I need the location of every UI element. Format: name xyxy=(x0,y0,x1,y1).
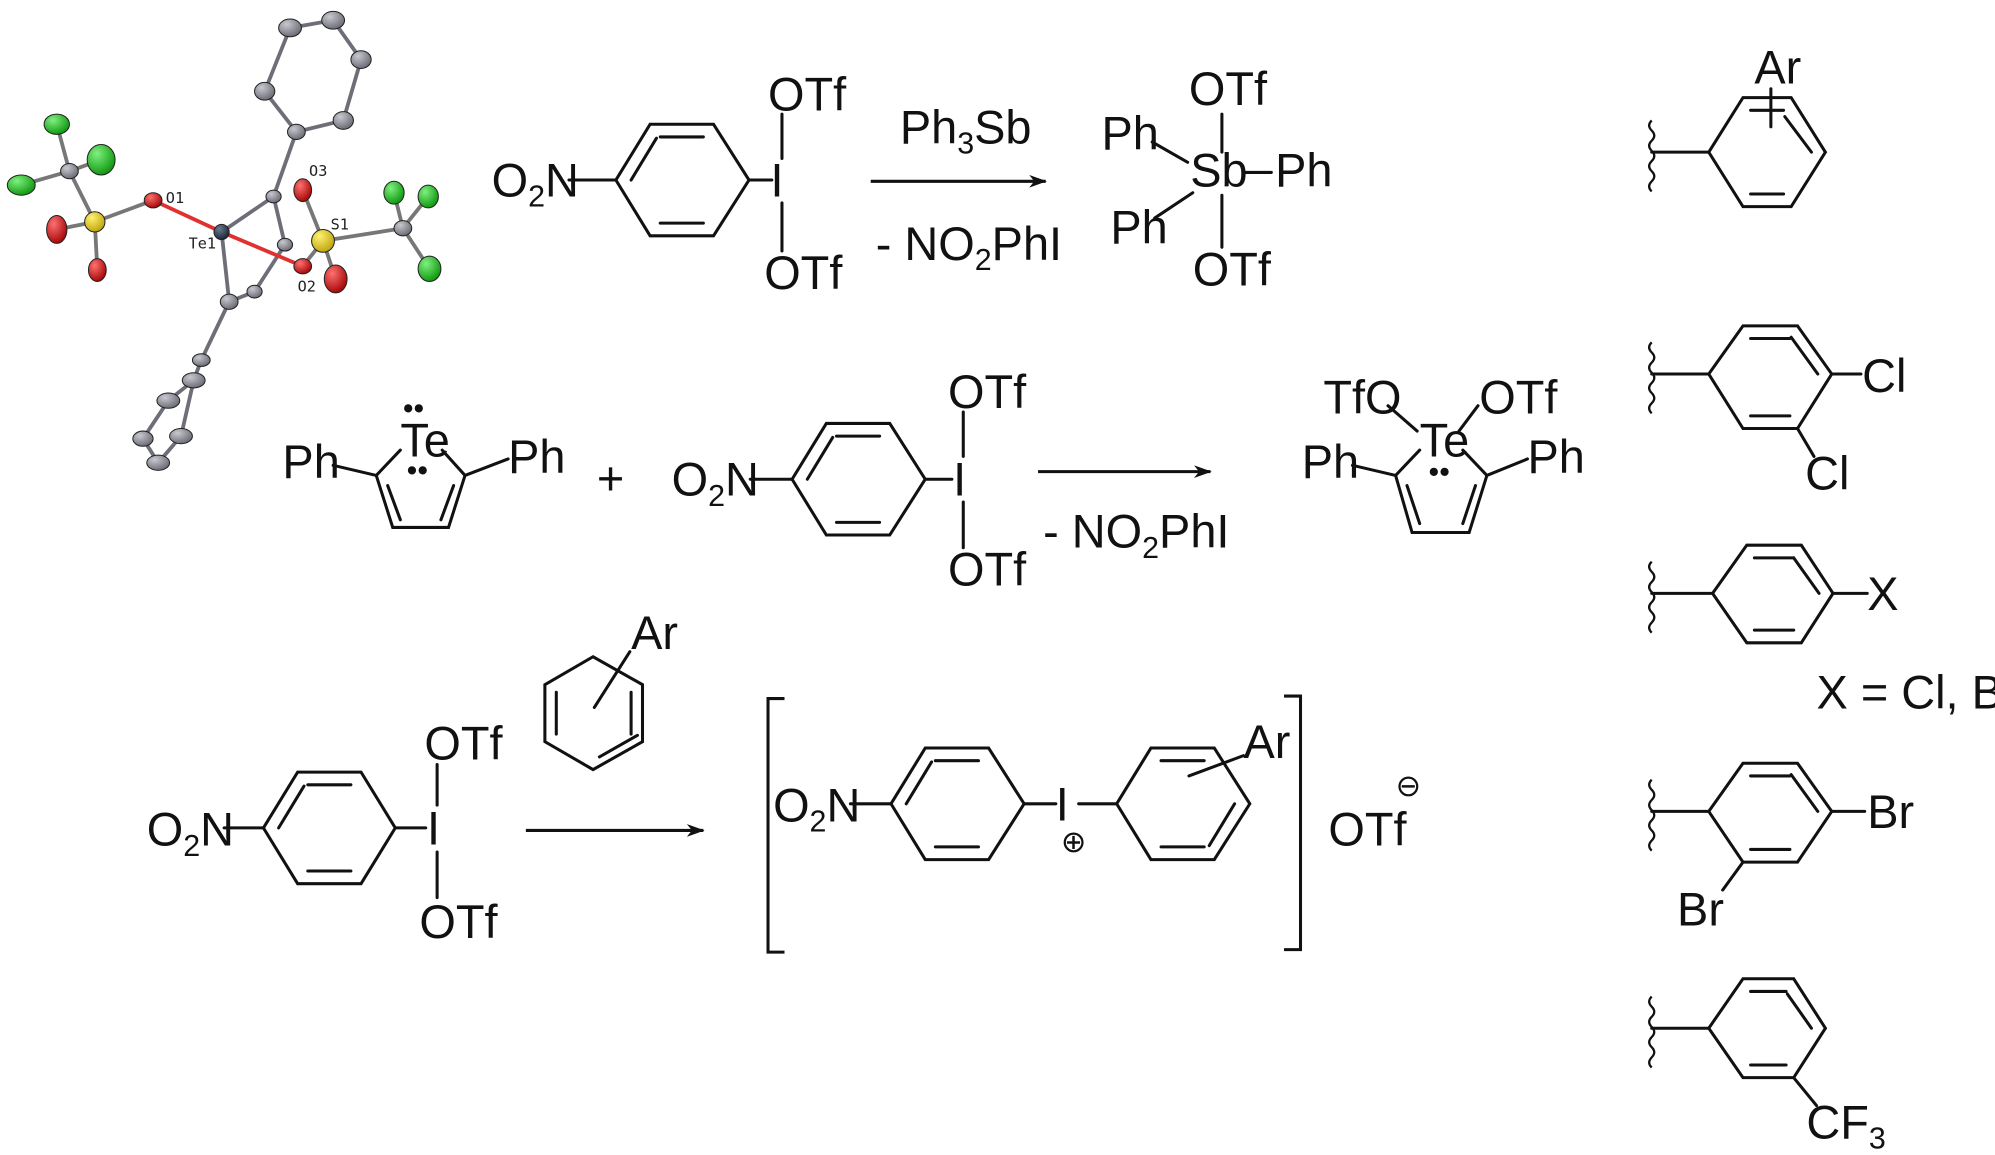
product-1-otf-bottom: OTf xyxy=(1193,243,1272,295)
product-1-ph-right: Ph xyxy=(1275,144,1332,196)
sub-cl-para: Cl xyxy=(1862,350,1906,402)
sub-ar-label: Ar xyxy=(1754,42,1801,94)
nitrophenyl-ring-3 xyxy=(222,770,428,886)
substituent-x-phenyl: X X = Cl, Br xyxy=(1648,543,1995,719)
otf-bottom-1: OTf xyxy=(764,247,843,299)
nitrophenyl-ring-1 xyxy=(567,122,774,238)
te-lone-pair-bottom: •• xyxy=(407,454,428,488)
te-product-lone-pair: •• xyxy=(1429,455,1450,489)
iodine-1: I xyxy=(771,155,784,207)
product-ar-label: Ar xyxy=(1243,716,1290,768)
crystal-atoms xyxy=(6,10,442,471)
nitro-group-2: O2N xyxy=(672,454,759,513)
nitro-group-4: O2N xyxy=(773,780,860,839)
arene-reagent: Ar xyxy=(543,607,678,772)
otf-top-1: OTf xyxy=(768,68,847,120)
tellurophene-product: TfO OTf Te •• Ph Ph xyxy=(1302,371,1585,535)
reagent-ph3sb: Ph3Sb xyxy=(900,101,1032,160)
plus-sign: + xyxy=(597,452,624,504)
sub-br-para: Br xyxy=(1867,786,1914,838)
bracket-right xyxy=(1284,694,1303,952)
iodine-2: I xyxy=(953,454,966,506)
substituent-ar-phenyl: Ar xyxy=(1648,42,1828,209)
product-2-otf: OTf xyxy=(1479,371,1558,423)
nitro-group-3: O2N xyxy=(147,804,234,863)
reaction-3: O2N I OTf OTf Ar O2N xyxy=(147,607,1421,954)
te-product: Te xyxy=(1420,414,1470,466)
atom-label-s1: S1 xyxy=(331,215,349,233)
sub-x-label: X xyxy=(1867,568,1898,620)
product-stibane: OTf Ph Sb Ph Ph OTf xyxy=(1101,63,1332,295)
sub-br-ortho: Br xyxy=(1677,884,1724,936)
sub-cf3-label: CF3 xyxy=(1806,1097,1885,1155)
product-1-ph-left-bottom: Ph xyxy=(1110,201,1167,253)
sub-cl-meta: Cl xyxy=(1805,447,1849,499)
te-lone-pair-top: •• xyxy=(403,391,424,425)
product-1-ph-left-top: Ph xyxy=(1101,108,1158,160)
atom-label-o3: O3 xyxy=(309,162,327,180)
otf-bottom-3: OTf xyxy=(419,896,498,948)
atom-label-o2: O2 xyxy=(298,278,316,296)
otf-top-2: OTf xyxy=(948,366,1027,418)
substituent-cf3-phenyl: CF3 xyxy=(1648,977,1886,1155)
product-2-tfo: TfO xyxy=(1323,371,1401,423)
te-reactant-ph-left: Ph xyxy=(282,436,339,488)
iodonium-salt: O2N I ⊕ Ar xyxy=(773,716,1290,862)
nitro-group-1: O2N xyxy=(492,155,579,214)
substituent-dichlorophenyl: Cl Cl xyxy=(1648,324,1906,499)
byproduct-2: - NO2PhI xyxy=(1043,506,1229,565)
otf-bottom-2: OTf xyxy=(948,544,1027,596)
nitrophenyl-ring-2 xyxy=(748,421,954,537)
otf-top-3: OTf xyxy=(424,717,503,769)
atom-label-te1: Te1 xyxy=(189,234,216,252)
counterion-charge: ⊖ xyxy=(1396,769,1421,803)
reaction-1: O2N I OTf OTf Ph3Sb - NO2PhI OTf Ph Sb P… xyxy=(492,63,1333,299)
iodine-3: I xyxy=(427,802,440,854)
product-1-otf-top: OTf xyxy=(1189,63,1268,115)
atom-label-o1: O1 xyxy=(166,189,184,207)
substituent-dibromophenyl: Br Br xyxy=(1648,761,1914,936)
te-reactant-ph-right: Ph xyxy=(508,431,565,483)
tellurophene-reactant: •• Te •• Ph Ph xyxy=(282,391,565,529)
te-reactant: Te xyxy=(400,414,450,466)
iodonium-charge: ⊕ xyxy=(1061,825,1086,859)
product-1-sb: Sb xyxy=(1190,144,1247,196)
bracket-left xyxy=(766,697,785,954)
iodine-4: I xyxy=(1056,778,1069,830)
crystal-bonds xyxy=(19,18,432,466)
arene-ar-label: Ar xyxy=(631,607,678,659)
reaction-2: •• Te •• Ph Ph + O2N I OTf OTf xyxy=(282,366,1584,595)
counterion-otf: OTf xyxy=(1328,804,1407,856)
crystal-structure: O1 Te1 O3 S1 O2 xyxy=(6,10,442,471)
te-product-ph-right: Ph xyxy=(1527,431,1584,483)
substituent-panel: Ar Cl Cl X X = Cl, Br xyxy=(1648,42,1995,1155)
byproduct-1: - NO2PhI xyxy=(876,218,1062,277)
sub-x-definition: X = Cl, Br xyxy=(1817,667,1995,719)
te-product-ph-left: Ph xyxy=(1302,436,1359,488)
